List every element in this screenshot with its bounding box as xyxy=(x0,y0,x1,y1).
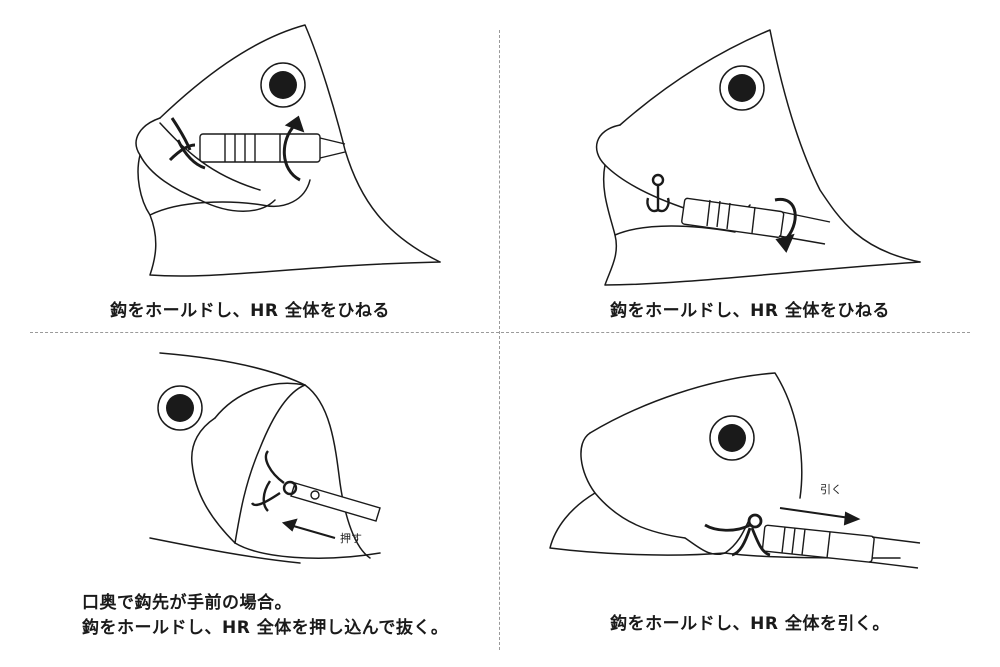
caption-panel-4: 鈎をホールドし、HR 全体を引く。 xyxy=(610,614,890,634)
fish-eye-ring xyxy=(157,385,203,431)
fish-illustration xyxy=(135,24,441,277)
pull-arrow-icon xyxy=(779,507,861,526)
treble-hook xyxy=(646,173,670,213)
fish-eye-pupil xyxy=(718,424,746,452)
treble-hook xyxy=(250,450,298,512)
hook-remover-tool xyxy=(761,524,921,569)
fish-eye-ring xyxy=(719,65,765,111)
hook-remover-tool xyxy=(681,197,831,245)
caption-panel-3-line-2: 鈎をホールドし、HR 全体を押し込んで抜く。 xyxy=(82,618,449,638)
panel-push: 押す 口奥で鈎先が手前の場合。 鈎をホールドし、HR 全体を押し込んで抜く。 xyxy=(0,333,500,667)
caption-panel-3-line-1: 口奥で鈎先が手前の場合。 xyxy=(82,593,292,613)
fish-eye-pupil xyxy=(166,394,194,422)
panel-twist-2: 鈎をホールドし、HR 全体をひねる xyxy=(500,0,1000,333)
push-label: 押す xyxy=(340,532,362,545)
caption-panel-2: 鈎をホールドし、HR 全体をひねる xyxy=(610,301,890,321)
treble-hook xyxy=(704,513,771,557)
fish-eye-ring xyxy=(260,62,306,108)
fish-eye-pupil xyxy=(269,71,297,99)
fish-eye-pupil xyxy=(728,74,756,102)
horizontal-divider xyxy=(30,332,970,333)
fish-illustration xyxy=(595,29,921,286)
panel-pull: 引く 鈎をホールドし、HR 全体を引く。 xyxy=(500,333,1000,667)
fish-eye-ring xyxy=(709,415,755,461)
rotate-arrow-icon xyxy=(774,198,797,253)
push-arrow-icon xyxy=(281,518,336,539)
panel-twist-1: 鈎をホールドし、HR 全体をひねる xyxy=(0,0,500,333)
rotate-arrow-icon xyxy=(282,115,305,182)
fish-illustration xyxy=(549,372,921,569)
caption-panel-1: 鈎をホールドし、HR 全体をひねる xyxy=(110,301,390,321)
vertical-divider xyxy=(499,30,500,650)
hook-remover-tool xyxy=(290,482,381,522)
pull-label: 引く xyxy=(820,483,842,496)
hook-remover-tool xyxy=(199,133,346,163)
fish-illustration xyxy=(149,352,381,564)
treble-hook xyxy=(168,117,206,170)
caption-panel-3: 口奥で鈎先が手前の場合。 鈎をホールドし、HR 全体を押し込んで抜く。 xyxy=(82,591,582,641)
